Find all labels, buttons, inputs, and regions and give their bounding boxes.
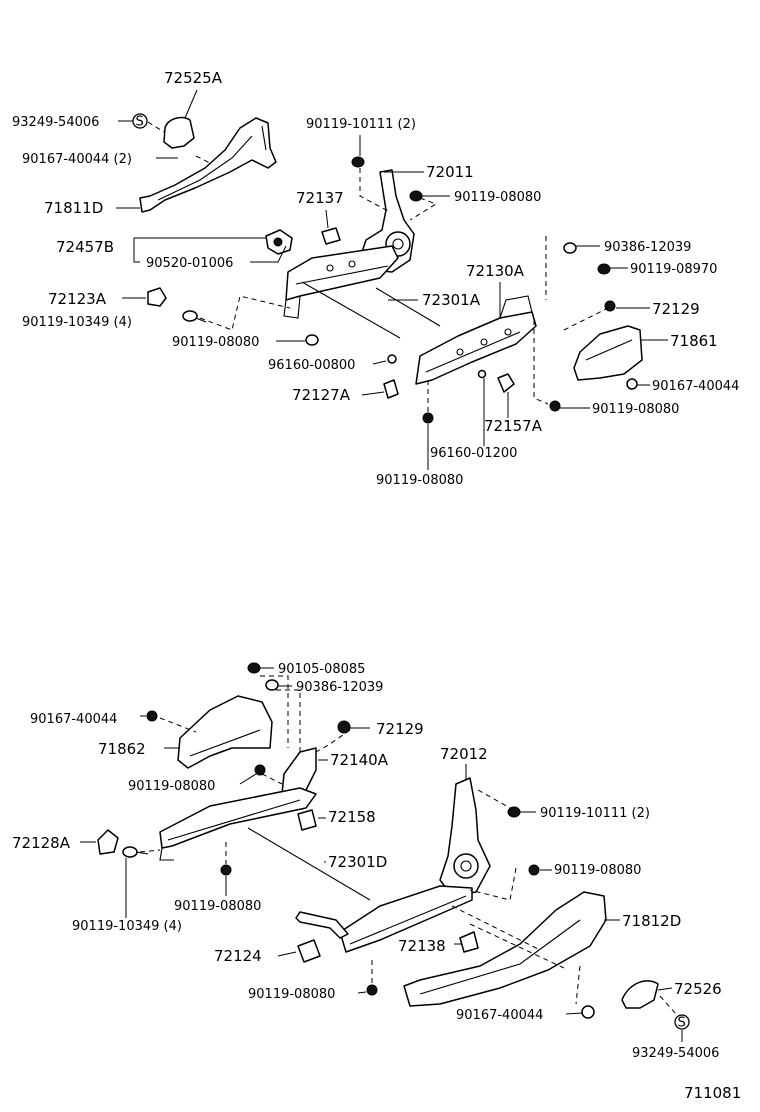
label-90119-10111-top: 90119-10111 (2) [306,117,416,132]
cap-72128a [97,829,119,855]
bolt-90119-08970 [597,263,611,275]
bolt-90119-08080-bottom-d [366,984,378,996]
svg-text:S: S [678,1016,686,1031]
side-cover-71811d [139,117,277,213]
release-lever [295,911,349,939]
svg-text:S: S [136,115,144,130]
label-90119-08970: 90119-08970 [630,262,717,277]
cap-72123a [147,287,167,307]
label-72011: 72011 [426,163,474,181]
label-96160-01200: 96160-01200 [430,446,517,461]
label-71861: 71861 [670,332,718,350]
label-72128a: 72128A [12,834,71,852]
nut-72129-bottom [337,720,351,734]
label-90520-01006: 90520-01006 [146,256,233,271]
label-72012: 72012 [440,745,488,763]
label-72129-top: 72129 [652,300,700,318]
label-72124: 72124 [214,947,262,965]
label-90105-08085: 90105-08085 [278,662,365,677]
label-71862: 71862 [98,740,146,758]
label-90167-40044-top: 90167-40044 [652,379,739,394]
label-72127a: 72127A [292,386,351,404]
label-90119-08080-bottom-d: 90119-08080 [248,987,335,1002]
left-rail-bottom [159,787,317,849]
label-90119-08080-top-c: 90119-08080 [592,402,679,417]
bolt-90119-08080-top-a [305,334,319,346]
bolt-90119-08080-top-b [409,190,423,202]
bolt-90119-08080-bottom-c [528,864,540,876]
label-72138: 72138 [398,937,446,955]
label-90119-08080-bottom-b: 90119-08080 [174,899,261,914]
bracket-72127a [383,379,399,399]
label-90119-10349-top: 90119-10349 (4) [22,315,132,330]
side-cover-71812d [403,891,607,1007]
right-rail-bottom [339,885,473,953]
bolt-90119-08080-bottom-b [220,864,232,876]
label-72157a: 72157A [484,417,543,435]
label-72457b: 72457B [56,238,114,256]
bolt-90119-08080-bottom-a [254,764,266,776]
bottom-assembly: S [12,662,722,1061]
label-90119-08080-top-b: 90119-08080 [454,190,541,205]
screw-90167-40044-bottom-a [146,710,158,722]
bolt-90105-08085 [247,662,261,674]
label-96160-00800: 96160-00800 [268,358,355,373]
label-90119-08080-bottom-a: 90119-08080 [128,779,215,794]
torsion-bar-72301a [301,281,401,339]
label-90119-08080-bottom-c: 90119-08080 [554,863,641,878]
knob-cover-72526 [621,980,659,1009]
label-93249-54006-bottom: 93249-54006 [632,1046,719,1061]
label-72140a: 72140A [330,751,389,769]
cover-71862 [177,695,273,769]
label-71811d: 71811D [44,199,103,217]
label-72301d: 72301D [328,853,387,871]
bracket-72158 [297,809,317,831]
label-72123a: 72123A [48,290,107,308]
label-93249-54006-top: 93249-54006 [12,115,99,130]
label-72130a: 72130A [466,262,525,280]
label-72301a: 72301A [422,291,481,309]
bolt-90119-08080-top-d [422,412,434,424]
cover-71861 [573,325,643,381]
bracket-72138 [459,931,479,953]
bolt-90119-10111-bottom [507,806,521,818]
clip-93249-54006-bottom: S [674,1014,690,1031]
left-rail-top [285,245,399,301]
label-90119-08080-top-d: 90119-08080 [376,473,463,488]
top-assembly: S [12,69,739,488]
bolt-90119-10111-top [351,156,365,168]
label-90386-12039-bottom: 90386-12039 [296,680,383,695]
screw-90167-40044-top [626,378,638,390]
bolt-90386-12039-bottom [265,679,279,691]
label-72525a: 72525A [164,69,223,87]
bracket-72124 [297,939,321,963]
clip-93249-54006-top: S [132,113,148,130]
label-90167-40044-bottom-b: 90167-40044 [456,1008,543,1023]
label-90386-12039-top: 90386-12039 [604,240,691,255]
label-90167-40044-bottom-a: 90167-40044 [30,712,117,727]
screw-90167-40044-bottom-b [581,1005,595,1019]
bracket-72157a [497,373,515,393]
label-72526: 72526 [674,980,722,998]
label-71812d: 71812D [622,912,681,930]
label-72137: 72137 [296,189,344,207]
label-90119-10111-bottom: 90119-10111 (2) [540,806,650,821]
bolt-90119-10349-bottom [122,846,138,858]
knob-cover-72525a [163,116,195,149]
washer-96160-00800 [387,354,397,364]
label-90119-10349-bottom: 90119-10349 (4) [72,919,182,934]
label-90167-40044-2: 90167-40044 (2) [22,152,132,167]
bolt-90119-08080-top-c [549,400,561,412]
label-72129-bottom: 72129 [376,720,424,738]
bolt-90119-10349-top [182,310,207,323]
torsion-bar-72301d [247,827,371,901]
diagram-id: 711081 [684,1084,741,1102]
nut-72129-top [604,300,616,312]
washer-96160-01200 [477,369,487,379]
label-72158: 72158 [328,808,376,826]
label-90119-08080-top-a: 90119-08080 [172,335,259,350]
bolt-90386-12039-top [563,242,577,254]
bracket-72137 [321,227,341,245]
